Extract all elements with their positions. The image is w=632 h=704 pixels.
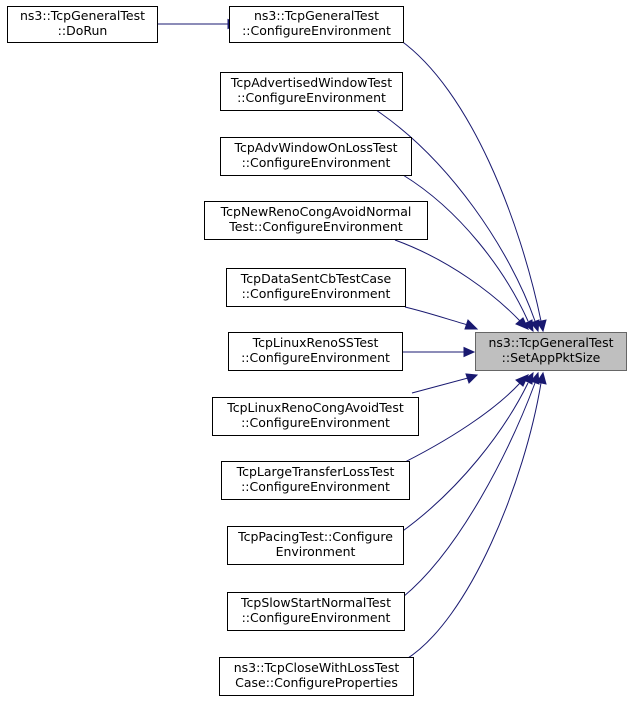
edge-to-data-sent-cb [404,306,469,326]
node-slow-start-normal-line1: TcpSlowStartNormalTest [240,595,391,610]
node-large-transfer-loss-line1: TcpLargeTransferLossTest [236,464,395,479]
node-set-app-pkt-size[interactable]: ns3::TcpGeneralTest ::SetAppPktSize [475,332,627,371]
arrowhead-close-with-loss [536,371,547,385]
node-large-transfer-loss[interactable]: TcpLargeTransferLossTest ::ConfigureEnvi… [221,461,410,500]
edges-layer [158,18,547,661]
node-general-configure-line1: ns3::TcpGeneralTest [254,8,379,23]
node-adv-window-on-loss-line1: TcpAdvWindowOnLossTest [233,140,397,155]
nodes-layer: ns3::TcpGeneralTest ::DoRun ns3::TcpGene… [7,6,627,696]
node-large-transfer-loss-line2: ::ConfigureEnvironment [241,479,390,494]
node-close-with-loss-line1: ns3::TcpCloseWithLossTest [234,660,400,675]
node-data-sent-cb-line2: ::ConfigureEnvironment [242,286,391,301]
edge-to-advertised-window [375,109,536,322]
node-set-app-pkt-size-line1: ns3::TcpGeneralTest [488,335,613,350]
node-linux-reno-cong-avoid-line1: TcpLinuxRenoCongAvoidTest [226,400,404,415]
node-advertised-window-line2: ::ConfigureEnvironment [237,90,386,105]
arrowhead-adv-window-on-loss [523,319,534,333]
node-close-with-loss-line2: Case::ConfigureProperties [235,675,398,690]
arrowhead-linux-reno-cong-avoid [465,373,479,384]
edge-to-newreno-cong-avoid [394,239,521,322]
edge-to-pacing [399,382,529,534]
node-pacing-line1: TcpPacingTest::Configure [237,529,393,544]
arrowhead-linux-reno-ss [463,346,476,358]
edge-to-general-configure [399,39,542,322]
edge-to-close-with-loss [404,382,542,661]
node-pacing[interactable]: TcpPacingTest::Configure Environment [227,526,404,565]
node-advertised-window[interactable]: TcpAdvertisedWindowTest ::ConfigureEnvir… [220,72,403,111]
node-set-app-pkt-size-line2: ::SetAppPktSize [502,350,601,365]
edge-to-slow-start-normal [402,382,536,598]
node-general-configure-line2: ::ConfigureEnvironment [242,23,391,38]
arrowhead-advertised-window [530,319,540,333]
edge-to-adv-window-on-loss [402,174,529,322]
node-newreno-cong-avoid[interactable]: TcpNewRenoCongAvoidNormal Test::Configur… [204,201,428,240]
node-linux-reno-ss-line2: ::ConfigureEnvironment [241,350,390,365]
node-newreno-cong-avoid-line2: Test::ConfigureEnvironment [228,219,403,234]
node-dorun[interactable]: ns3::TcpGeneralTest ::DoRun [7,6,158,43]
arrowhead-newreno-cong-avoid [515,317,529,330]
node-dorun-line1: ns3::TcpGeneralTest [20,8,145,23]
node-data-sent-cb-line1: TcpDataSentCbTestCase [240,271,392,286]
node-dorun-line2: ::DoRun [58,23,108,38]
edge-to-large-transfer-loss [394,382,521,468]
node-slow-start-normal[interactable]: TcpSlowStartNormalTest ::ConfigureEnviro… [227,592,405,631]
node-close-with-loss[interactable]: ns3::TcpCloseWithLossTest Case::Configur… [219,657,414,696]
node-data-sent-cb[interactable]: TcpDataSentCbTestCase ::ConfigureEnviron… [226,268,406,307]
node-slow-start-normal-line2: ::ConfigureEnvironment [242,610,391,625]
edge-to-linux-reno-cong-avoid [411,377,469,394]
node-linux-reno-cong-avoid-line2: ::ConfigureEnvironment [241,415,390,430]
node-adv-window-on-loss-line2: ::ConfigureEnvironment [242,155,391,170]
node-linux-reno-ss[interactable]: TcpLinuxRenoSSTest ::ConfigureEnvironmen… [228,332,403,371]
node-linux-reno-ss-line1: TcpLinuxRenoSSTest [252,335,379,350]
node-linux-reno-cong-avoid[interactable]: TcpLinuxRenoCongAvoidTest ::ConfigureEnv… [212,397,419,436]
node-general-configure[interactable]: ns3::TcpGeneralTest ::ConfigureEnvironme… [229,6,404,43]
node-adv-window-on-loss[interactable]: TcpAdvWindowOnLossTest ::ConfigureEnviro… [220,137,412,176]
node-pacing-line2: Environment [276,544,356,559]
node-newreno-cong-avoid-line1: TcpNewRenoCongAvoidNormal [220,204,412,219]
arrowhead-data-sent-cb [464,319,479,330]
node-advertised-window-line1: TcpAdvertisedWindowTest [230,75,392,90]
